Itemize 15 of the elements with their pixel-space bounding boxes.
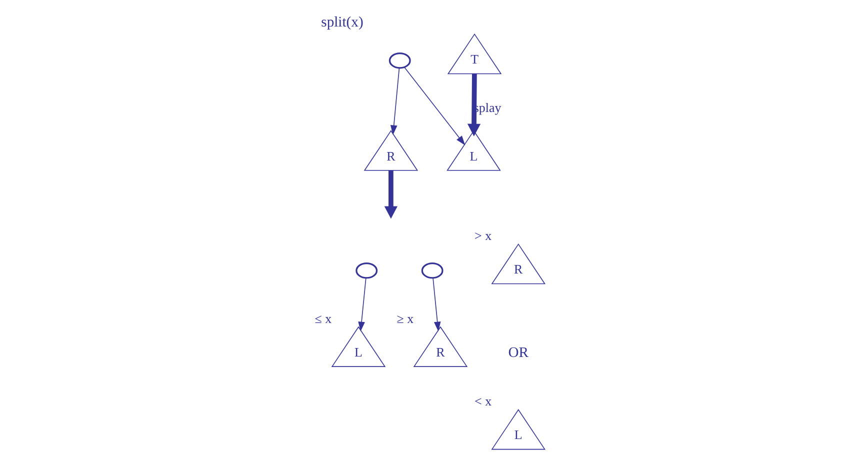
node-label: > x xyxy=(474,228,492,243)
label: OR xyxy=(508,344,528,361)
diagram-title: split(x) xyxy=(320,14,363,30)
arrow xyxy=(384,170,398,219)
node-circle xyxy=(355,262,378,279)
arrow xyxy=(466,74,480,136)
arrow xyxy=(432,278,440,332)
node-label: < x xyxy=(474,394,492,409)
node-label: ≤ x xyxy=(314,310,332,326)
arrow xyxy=(358,278,366,332)
node-circle xyxy=(388,52,410,69)
arrow xyxy=(404,66,465,146)
node-circle xyxy=(420,262,443,279)
arrow xyxy=(390,68,400,136)
node-label: ≥ x xyxy=(396,310,414,326)
